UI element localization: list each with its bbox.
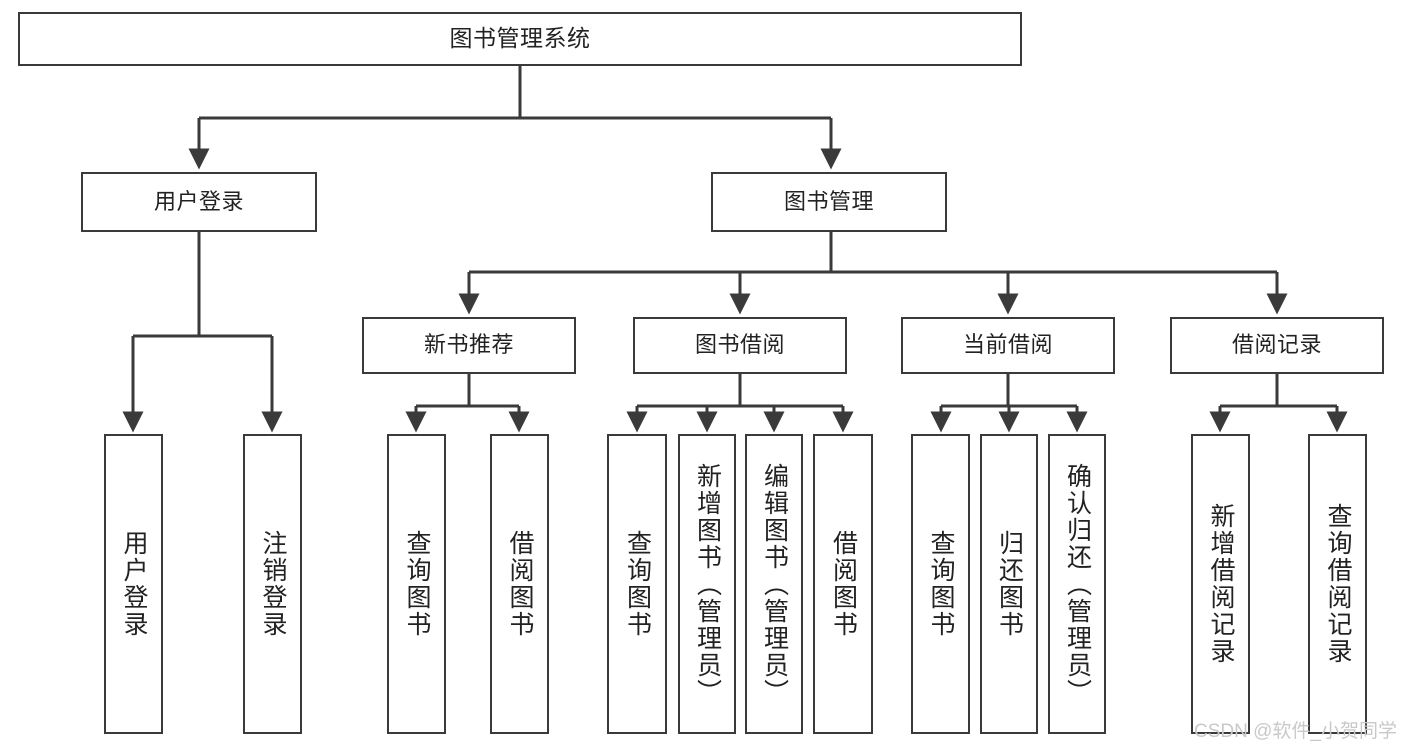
node-book-borrow[interactable]: 图书借阅 (633, 317, 847, 374)
leaf-return-book[interactable]: 归还图书 (980, 434, 1038, 734)
leaf-query-record[interactable]: 查询借阅记录 (1308, 434, 1367, 734)
leaf-borrow-book-2-label: 借阅图书 (829, 530, 858, 638)
leaf-query-record-label: 查询借阅记录 (1324, 503, 1352, 665)
leaf-borrow-book-1[interactable]: 借阅图书 (490, 434, 549, 734)
leaf-return-book-label: 归还图书 (995, 530, 1024, 638)
leaf-query-book-1-label: 查询图书 (403, 530, 431, 638)
leaf-edit-book-label: 编辑图书（管理员） (760, 462, 789, 706)
leaf-logout-login[interactable]: 注销登录 (243, 434, 302, 734)
leaf-add-record[interactable]: 新增借阅记录 (1191, 434, 1250, 734)
leaf-confirm-return-label: 确认归还（管理员） (1063, 462, 1092, 706)
node-book-management-label: 图书管理 (783, 188, 874, 214)
node-user-login-label: 用户登录 (153, 188, 244, 214)
leaf-edit-book[interactable]: 编辑图书（管理员） (745, 434, 803, 734)
leaf-user-login-label: 用户登录 (120, 530, 148, 638)
node-new-book-recommend-label: 新书推荐 (423, 332, 514, 358)
node-new-book-recommend[interactable]: 新书推荐 (362, 317, 576, 374)
leaf-user-login[interactable]: 用户登录 (104, 434, 163, 734)
csdn-watermark: CSDN @软件_小贺同学 (1194, 721, 1397, 742)
leaf-query-book-1[interactable]: 查询图书 (387, 434, 446, 734)
node-book-management[interactable]: 图书管理 (711, 172, 947, 232)
leaf-add-book[interactable]: 新增图书（管理员） (678, 434, 736, 734)
leaf-confirm-return[interactable]: 确认归还（管理员） (1048, 434, 1106, 734)
node-root-system-label: 图书管理系统 (449, 25, 591, 52)
leaf-query-book-3[interactable]: 查询图书 (911, 434, 970, 734)
leaf-add-record-label: 新增借阅记录 (1207, 503, 1235, 665)
leaf-logout-login-label: 注销登录 (259, 530, 287, 638)
node-current-borrow[interactable]: 当前借阅 (901, 317, 1115, 374)
leaf-query-book-3-label: 查询图书 (927, 530, 955, 638)
leaf-query-book-2-label: 查询图书 (623, 530, 652, 638)
leaf-borrow-book-2[interactable]: 借阅图书 (813, 434, 873, 734)
node-root-system[interactable]: 图书管理系统 (18, 12, 1022, 66)
node-book-borrow-label: 图书借阅 (694, 332, 785, 358)
node-user-login[interactable]: 用户登录 (81, 172, 317, 232)
leaf-borrow-book-1-label: 借阅图书 (506, 530, 534, 638)
node-borrow-record[interactable]: 借阅记录 (1170, 317, 1384, 374)
node-borrow-record-label: 借阅记录 (1231, 332, 1322, 358)
leaf-query-book-2[interactable]: 查询图书 (607, 434, 667, 734)
leaf-add-book-label: 新增图书（管理员） (693, 462, 722, 706)
node-current-borrow-label: 当前借阅 (962, 332, 1053, 358)
